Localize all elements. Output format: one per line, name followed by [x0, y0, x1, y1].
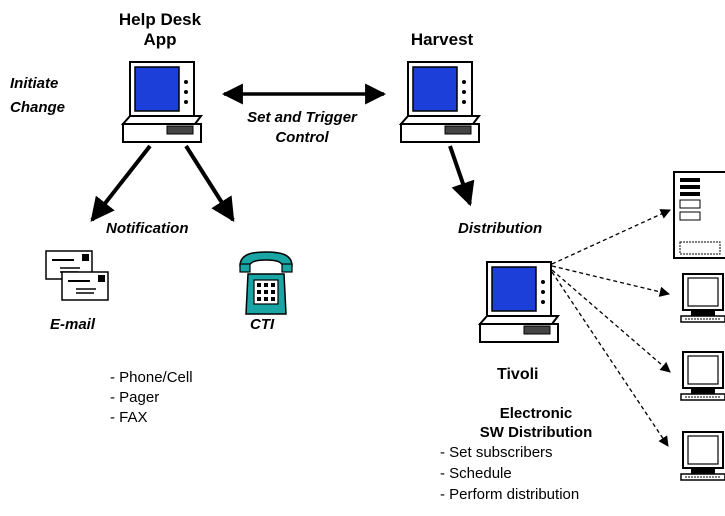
client-computer-icon	[680, 351, 725, 401]
tivoli-computer-icon	[479, 261, 559, 343]
distribution-dotted-arrows	[551, 209, 671, 447]
initiate-change-label: Initiate Change	[10, 72, 65, 120]
list-item: - Schedule	[440, 465, 512, 482]
help-desk-label-line1: Help Desk	[118, 10, 202, 29]
list-item: - FAX	[110, 409, 148, 426]
help-desk-computer-icon	[122, 61, 202, 143]
email-label: E-mail	[50, 316, 96, 333]
change-line: Change	[10, 99, 66, 116]
notification-label: Notification	[106, 220, 189, 237]
esd-title-line1: Electronic	[499, 405, 573, 422]
esd-title-line2: SW Distribution	[479, 424, 593, 441]
notification-arrow-email	[90, 144, 152, 222]
harvest-label: Harvest	[410, 30, 474, 49]
esd-title: Electronic SW Distribution	[466, 404, 606, 442]
harvest-computer-icon	[400, 61, 480, 143]
esd-task-list: - Set subscribers - Schedule - Perform d…	[440, 442, 579, 505]
set-trigger-line1: Set and Trigger	[247, 109, 357, 126]
list-item: - Phone/Cell	[110, 369, 193, 386]
tivoli-label: Tivoli	[497, 366, 539, 383]
set-trigger-label: Set and Trigger Control	[222, 108, 382, 148]
distribution-arrow	[448, 145, 475, 207]
list-item: - Pager	[110, 389, 160, 406]
help-desk-label-line2: App	[143, 30, 177, 49]
distribution-label: Distribution	[458, 220, 543, 237]
cti-label: CTI	[250, 316, 275, 333]
notification-arrow-cti	[184, 144, 235, 223]
client-computer-icon	[680, 431, 725, 481]
email-envelope-icon	[45, 250, 109, 301]
cti-channel-list: - Phone/Cell - Pager - FAX	[110, 368, 193, 428]
initiate-line: Initiate	[10, 75, 59, 92]
client-computer-icon	[680, 273, 725, 323]
list-item: - Perform distribution	[440, 486, 580, 503]
help-desk-label: Help Desk App	[108, 10, 212, 50]
set-trigger-line2: Control	[275, 129, 329, 146]
telephone-icon	[239, 251, 293, 315]
server-tower-icon	[673, 171, 725, 259]
list-item: - Set subscribers	[440, 444, 553, 461]
